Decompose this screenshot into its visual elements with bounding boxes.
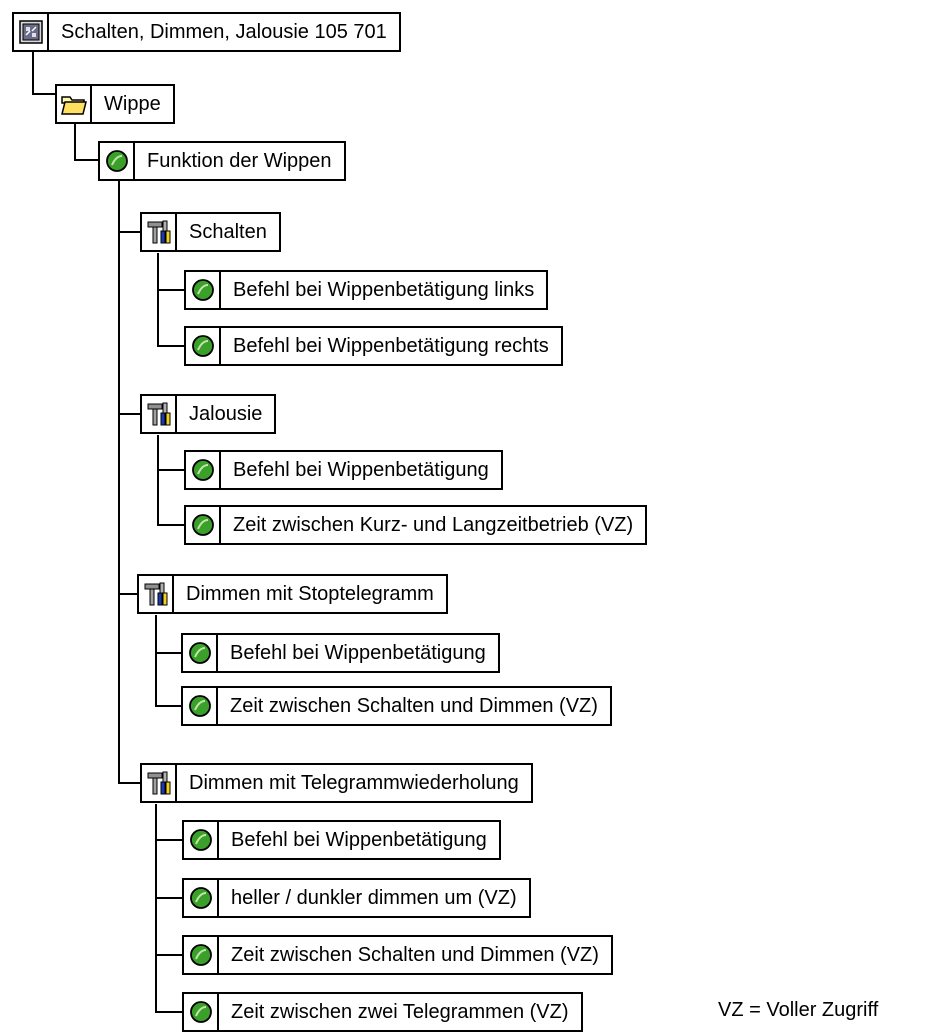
leaf-label: Zeit zwischen zwei Telegrammen (VZ) <box>219 992 583 1032</box>
parameter-icon <box>189 944 212 966</box>
parameter-icon <box>189 887 212 909</box>
tools-icon <box>147 771 170 795</box>
tree-leaf[interactable]: Zeit zwischen Schalten und Dimmen (VZ) <box>181 686 612 726</box>
leaf-label: Zeit zwischen Kurz- und Langzeitbetrieb … <box>221 505 648 545</box>
device-icon <box>18 20 43 44</box>
tree-leaf[interactable]: Befehl bei Wippenbetätigung links <box>184 270 549 310</box>
group-label: Jalousie <box>177 394 277 434</box>
tools-icon <box>147 220 170 244</box>
tree-node-group-schalten[interactable]: Schalten <box>140 212 281 252</box>
tools-icon <box>147 402 170 426</box>
folder-label: Wippe <box>92 84 175 124</box>
tree-node-root[interactable]: Schalten, Dimmen, Jalousie 105 701 <box>12 12 401 52</box>
tree-leaf[interactable]: Befehl bei Wippenbetätigung rechts <box>184 326 563 366</box>
folder-icon <box>60 96 87 115</box>
group-label: Schalten <box>177 212 281 252</box>
tree-leaf[interactable]: Zeit zwischen Kurz- und Langzeitbetrieb … <box>184 505 648 545</box>
leaf-label: heller / dunkler dimmen um (VZ) <box>219 878 531 918</box>
leaf-label: Befehl bei Wippenbetätigung <box>218 633 500 673</box>
leaf-label: Befehl bei Wippenbetätigung <box>219 820 501 860</box>
group-label: Dimmen mit Telegrammwiederholung <box>177 763 533 803</box>
tree-leaf[interactable]: Befehl bei Wippenbetätigung <box>181 633 500 673</box>
tree-node-folder[interactable]: Wippe <box>55 84 175 124</box>
legend-text: VZ = Voller Zugriff <box>718 999 879 1021</box>
parameter-icon <box>191 279 214 301</box>
tree-node-function[interactable]: Funktion der Wippen <box>98 141 346 181</box>
function-label: Funktion der Wippen <box>135 141 346 181</box>
tree-leaf[interactable]: heller / dunkler dimmen um (VZ) <box>182 878 531 918</box>
parameter-icon <box>191 335 214 357</box>
tree-leaf[interactable]: Zeit zwischen zwei Telegrammen (VZ) <box>182 992 583 1032</box>
tree-node-group-dimmen-stop[interactable]: Dimmen mit Stoptelegramm <box>137 574 448 614</box>
leaf-label: Befehl bei Wippenbetätigung links <box>221 270 549 310</box>
parameter-icon <box>191 459 214 481</box>
parameter-icon <box>188 695 211 717</box>
parameter-icon <box>189 1001 212 1023</box>
parameter-icon <box>105 150 128 172</box>
parameter-icon <box>189 829 212 851</box>
tree-leaf[interactable]: Befehl bei Wippenbetätigung <box>182 820 501 860</box>
root-label: Schalten, Dimmen, Jalousie 105 701 <box>49 12 401 52</box>
parameter-icon <box>188 642 211 664</box>
tree-leaf[interactable]: Zeit zwischen Schalten und Dimmen (VZ) <box>182 935 613 975</box>
leaf-label: Zeit zwischen Schalten und Dimmen (VZ) <box>218 686 612 726</box>
leaf-label: Befehl bei Wippenbetätigung <box>221 450 503 490</box>
tree-node-group-dimmen-wiederholung[interactable]: Dimmen mit Telegrammwiederholung <box>140 763 533 803</box>
tree-node-group-jalousie[interactable]: Jalousie <box>140 394 277 434</box>
leaf-label: Zeit zwischen Schalten und Dimmen (VZ) <box>219 935 613 975</box>
group-label: Dimmen mit Stoptelegramm <box>174 574 448 614</box>
tree-leaf[interactable]: Befehl bei Wippenbetätigung <box>184 450 503 490</box>
parameter-icon <box>191 514 214 536</box>
tools-icon <box>144 582 167 606</box>
leaf-label: Befehl bei Wippenbetätigung rechts <box>221 326 563 366</box>
